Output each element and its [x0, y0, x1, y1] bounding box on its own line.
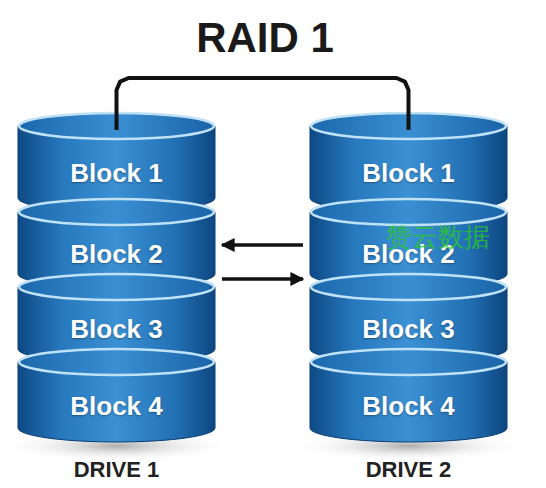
sync-arrow — [222, 243, 303, 247]
drive-label: DRIVE 1 — [0, 455, 235, 485]
block-label: Block 4 — [18, 391, 215, 421]
disk-top — [19, 199, 214, 225]
disk-top — [311, 274, 506, 300]
disk-top — [311, 199, 506, 225]
data-block: Block 4 — [310, 348, 507, 442]
mirror-link — [117, 78, 409, 130]
data-block: Block 1 — [310, 112, 507, 212]
watermark: 赞云数据 — [386, 222, 490, 252]
disk-drive: Block 1Block 2Block 3Block 4DRIVE 2 — [310, 112, 507, 442]
data-block: Block 4 — [18, 348, 215, 442]
disk-top — [19, 113, 214, 139]
disk-drive: Block 1Block 2Block 3Block 4DRIVE 1 — [18, 112, 215, 442]
block-label: Block 4 — [310, 391, 507, 421]
block-label: Block 1 — [310, 158, 507, 188]
block-label: Block 3 — [18, 314, 215, 344]
disk-top — [311, 113, 506, 139]
disk-top — [311, 349, 506, 375]
drive-label: DRIVE 2 — [290, 455, 527, 485]
disk-top — [19, 349, 214, 375]
sync-arrow — [222, 277, 303, 281]
block-label: Block 2 — [18, 239, 215, 269]
block-label: Block 3 — [310, 314, 507, 344]
diagram-title: RAID 1 — [0, 12, 530, 64]
data-block: Block 1 — [18, 112, 215, 212]
block-label: Block 1 — [18, 158, 215, 188]
disk-top — [19, 274, 214, 300]
